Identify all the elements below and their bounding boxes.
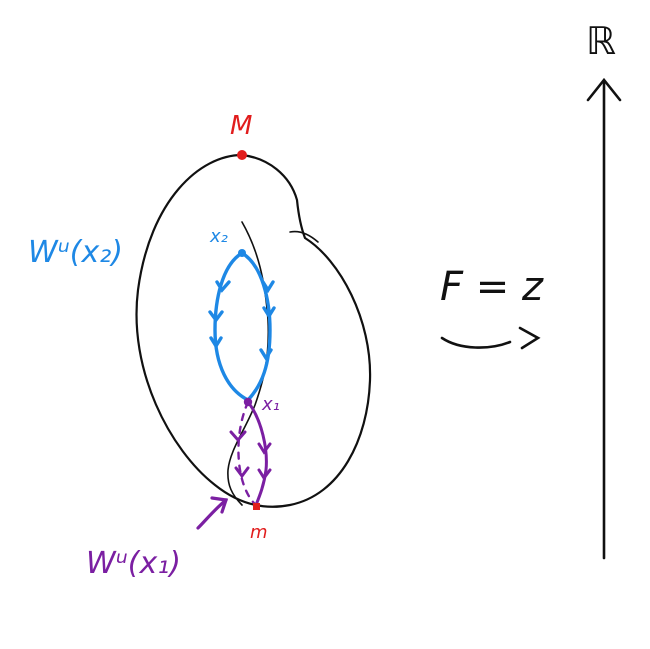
surface-outline [135, 153, 372, 508]
x2-arrow-6 [259, 348, 273, 362]
max-point [237, 150, 247, 160]
x1-dashed-branch [237, 400, 258, 507]
unstable-manifold-x2 [208, 251, 276, 402]
unstable-manifold-x2-label: Wᵘ(x₂) [28, 235, 123, 270]
max-label: M [230, 111, 252, 141]
up-arrow-icon [586, 77, 622, 560]
critical-point-x2 [238, 249, 246, 257]
x2-label: x₂ [209, 226, 228, 247]
x1-label: x₁ [261, 394, 280, 415]
unstable-manifold-x1 [196, 400, 272, 530]
right-arrow-icon [440, 326, 541, 350]
inner-contour [227, 221, 270, 506]
x1-arrow-1 [229, 430, 247, 443]
critical-point-x1 [243, 397, 253, 407]
x2-arrow-5 [262, 306, 276, 320]
x2-left-loop [213, 251, 250, 402]
x2-arrow-2 [208, 310, 224, 323]
map-label: F = z [440, 264, 544, 310]
outer-contour [135, 153, 372, 508]
x1-label-pointer-head [210, 496, 229, 514]
x1-arrow-3 [257, 442, 272, 455]
x2-arrow-3 [209, 336, 223, 350]
upper-fold [289, 230, 319, 243]
min-label: m [250, 522, 268, 543]
x1-arrow-2 [234, 466, 250, 479]
x2-arrow-4 [261, 280, 275, 294]
x1-label-pointer [196, 498, 228, 530]
x2-arrow-1 [215, 280, 231, 293]
x1-arrow-4 [257, 468, 272, 481]
x1-solid-branch [246, 400, 268, 507]
codomain-label: ℝ [586, 19, 616, 63]
unstable-manifold-x1-label: Wᵘ(x₁) [86, 546, 181, 581]
x2-right-loop [240, 251, 272, 402]
min-point [253, 503, 260, 510]
